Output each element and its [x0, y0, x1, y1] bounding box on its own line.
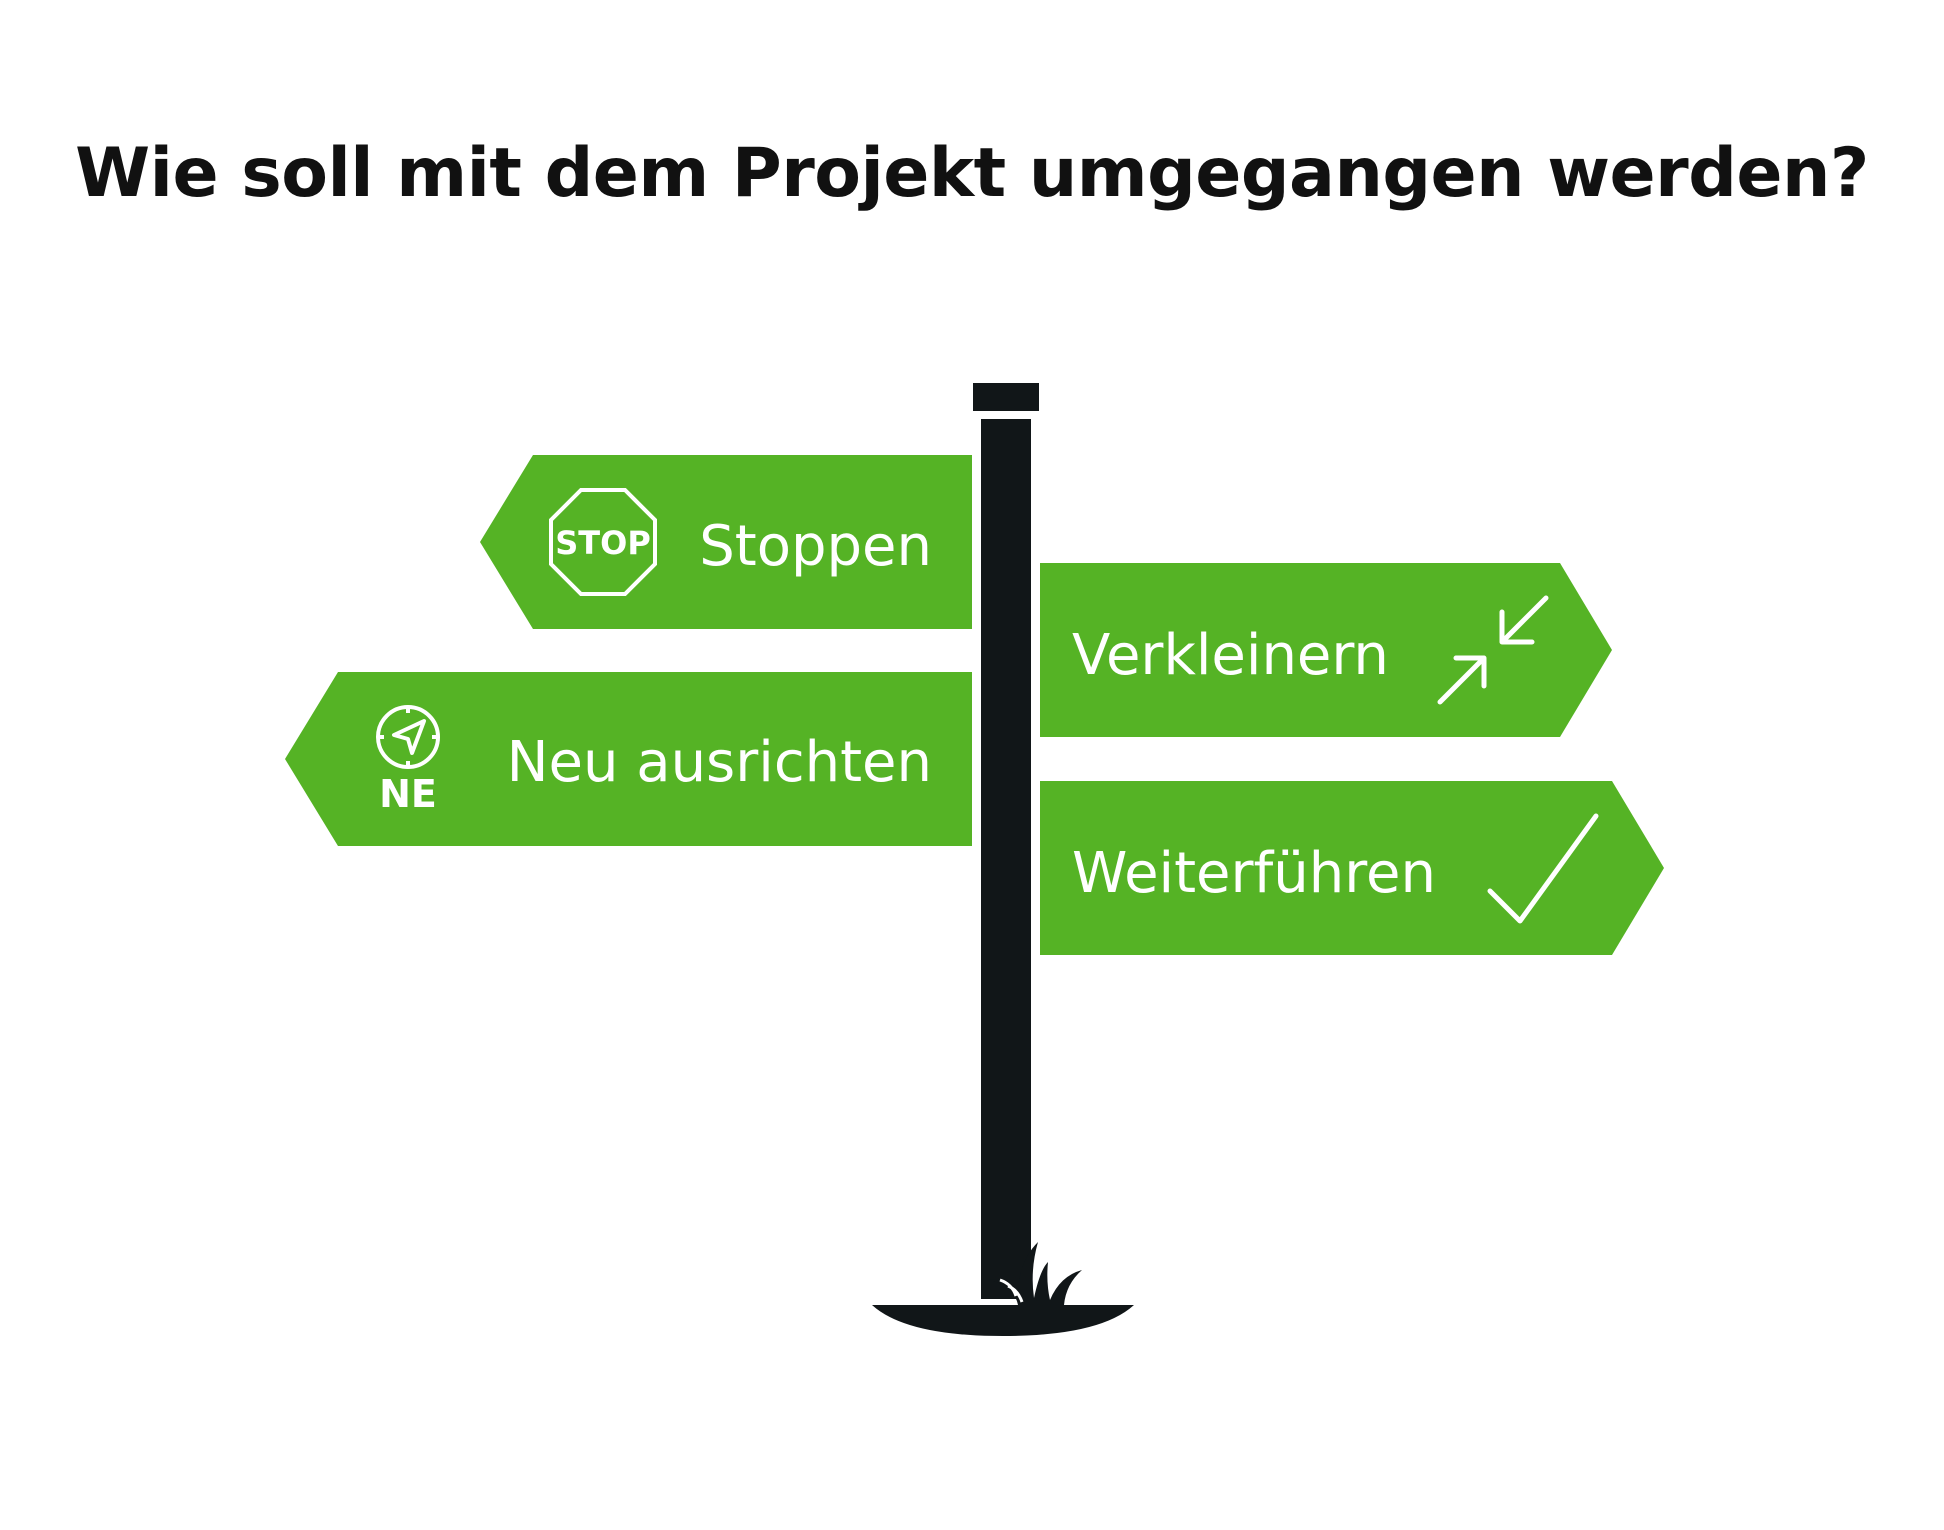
sign-verkleinern-label: Verkleinern [1072, 623, 1389, 688]
stop-icon-text: STOP [555, 524, 651, 562]
sign-weiterfuehren-label: Weiterführen [1072, 841, 1436, 906]
sign-neu-ausrichten-label: Neu ausrichten [507, 730, 932, 795]
sign-verkleinern-board [1040, 563, 1612, 737]
page-title: Wie soll mit dem Projekt umgegangen werd… [75, 134, 1869, 213]
pole-shaft [981, 419, 1031, 1299]
ground-with-grass [872, 1242, 1134, 1336]
sign-neu-ausrichten-board [285, 672, 972, 846]
shrink-arrows-icon [1437, 595, 1549, 705]
pole-cap [973, 383, 1039, 411]
sign-stoppen-board [480, 455, 972, 629]
compass-icon-text: NE [379, 772, 437, 816]
grass-highlight [999, 1278, 1024, 1303]
sign-stoppen: STOP Stoppen [480, 455, 972, 629]
ground-mound [872, 1305, 1134, 1336]
stop-sign-icon: STOP [549, 488, 657, 596]
sign-verkleinern: Verkleinern [1040, 563, 1612, 737]
sign-weiterfuehren: Weiterführen [1040, 781, 1664, 955]
compass-icon: NE [376, 705, 440, 816]
sign-stoppen-label: Stoppen [699, 514, 932, 579]
signpost-pole [973, 383, 1039, 1299]
sign-neu-ausrichten: NE Neu ausrichten [285, 672, 972, 846]
checkmark-icon [1487, 813, 1599, 924]
